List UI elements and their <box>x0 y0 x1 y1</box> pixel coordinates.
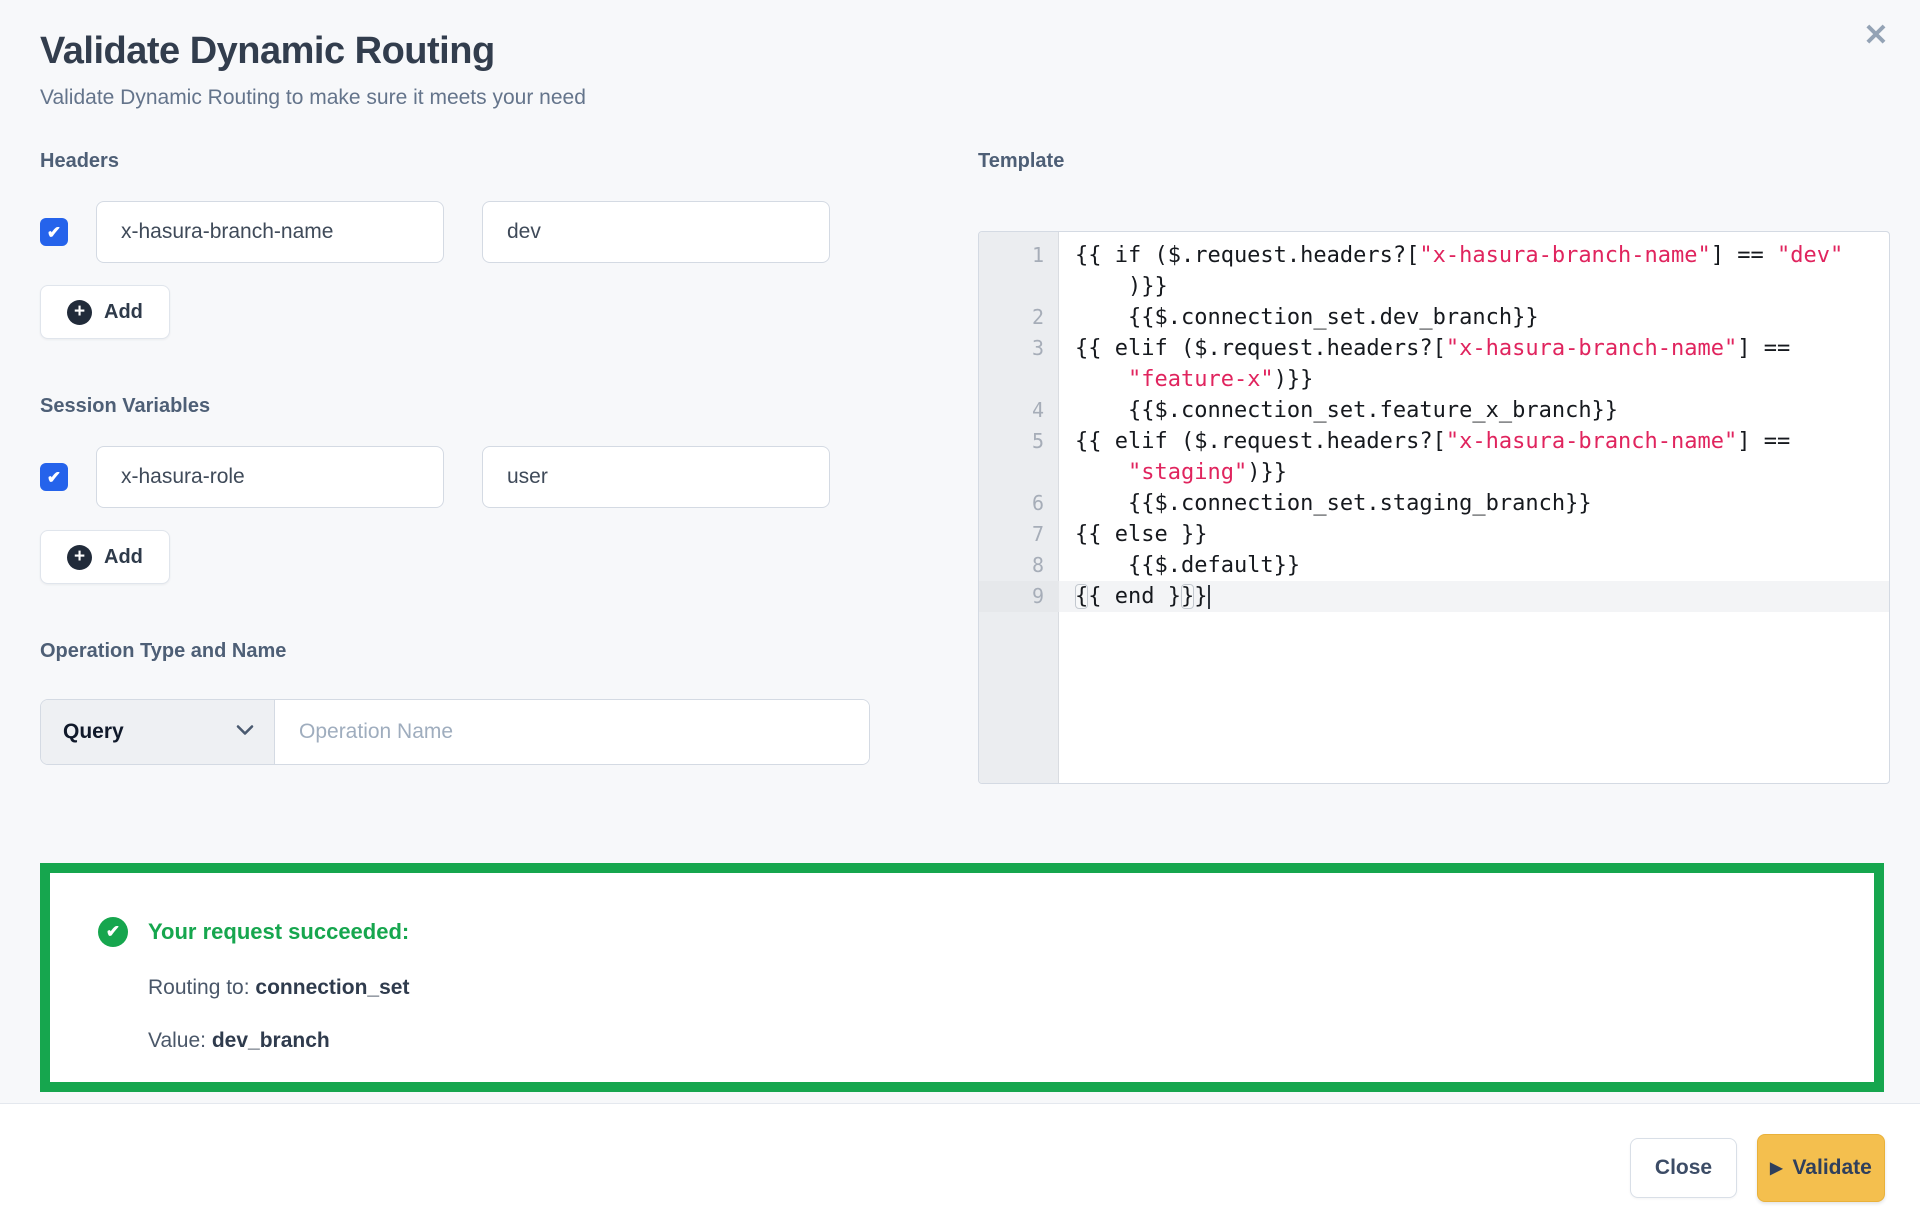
form-column: Headers ✔ + Add Session Variables ✔ + Ad… <box>40 150 870 765</box>
template-label: Template <box>978 150 1065 172</box>
code-line: "feature-x")}} <box>1127 367 1314 392</box>
headers-label: Headers <box>40 150 119 172</box>
operation-row: Query <box>40 699 870 765</box>
result-heading-row: ✔ Your request succeeded: <box>98 917 1874 947</box>
success-check-icon: ✔ <box>98 917 128 947</box>
code-line: {{ if ($.request.headers?["x-hasura-bran… <box>1075 243 1844 268</box>
operation-name-input[interactable] <box>275 700 869 764</box>
validation-result-box: ✔ Your request succeeded: Routing to: co… <box>40 863 1884 1092</box>
line-number: 6 <box>1031 491 1044 515</box>
page-title: Validate Dynamic Routing <box>40 30 495 72</box>
operation-type-select[interactable]: Query <box>41 700 275 764</box>
add-header-button[interactable]: + Add <box>40 285 170 339</box>
code-line: {{$.connection_set.dev_branch}} <box>1075 305 1539 330</box>
modal-subtitle: Validate Dynamic Routing to make sure it… <box>40 86 586 109</box>
code-line: "staging")}} <box>1127 460 1287 485</box>
check-icon: ✔ <box>105 922 121 941</box>
routing-to-label: Routing to: <box>148 976 256 999</box>
chevron-down-icon <box>236 723 254 741</box>
header-enabled-checkbox[interactable]: ✔ <box>40 218 68 246</box>
code-row: 3 {{ elif ($.request.headers?["x-hasura-b… <box>979 333 1889 364</box>
code-row: 6 {{$.connection_set.staging_branch}} <box>979 488 1889 519</box>
line-number: 4 <box>1031 398 1044 422</box>
result-heading: Your request succeeded: <box>148 919 410 944</box>
line-number <box>979 271 1059 302</box>
code-row: "staging")}} <box>979 457 1889 488</box>
session-variable-key-input[interactable] <box>96 446 444 508</box>
validate-button-label: Validate <box>1792 1156 1872 1179</box>
code-line: {{$.connection_set.staging_branch}} <box>1075 491 1592 516</box>
routing-to-value: connection_set <box>255 976 410 999</box>
line-number <box>979 457 1059 488</box>
code-row: "feature-x")}} <box>979 364 1889 395</box>
session-variables-label: Session Variables <box>40 395 211 417</box>
line-number: 2 <box>1031 305 1044 329</box>
code-line: {{ elif ($.request.headers?["x-hasura-br… <box>1075 336 1791 361</box>
header-value-input[interactable] <box>482 201 830 263</box>
code-line: {{ elif ($.request.headers?["x-hasura-br… <box>1075 429 1791 454</box>
code-row: 2 {{$.connection_set.dev_branch}} <box>979 302 1889 333</box>
line-number: 5 <box>1031 429 1044 453</box>
plus-icon: + <box>67 299 92 325</box>
code-line: {{$.default}} <box>1075 553 1301 578</box>
result-value-line: Value: dev_branch <box>148 1029 1874 1053</box>
header-row: ✔ <box>40 201 870 263</box>
template-code-lines: 1 {{ if ($.request.headers?["x-hasura-bra… <box>979 232 1889 612</box>
session-variable-row: ✔ <box>40 446 870 508</box>
check-icon: ✔ <box>46 222 62 242</box>
plus-icon: + <box>67 544 92 570</box>
session-variable-enabled-checkbox[interactable]: ✔ <box>40 463 68 491</box>
session-variable-value-input[interactable] <box>482 446 830 508</box>
code-row: )}} <box>979 271 1889 302</box>
result-routing-line: Routing to: connection_set <box>148 976 1874 1000</box>
footer-divider <box>0 1103 1920 1104</box>
add-session-variable-button[interactable]: + Add <box>40 530 170 584</box>
operation-type-value: Query <box>63 720 124 743</box>
code-line: {{ end }}} <box>1059 581 1889 612</box>
line-number: 7 <box>1031 522 1044 546</box>
line-number <box>979 364 1059 395</box>
code-row: 1 {{ if ($.request.headers?["x-hasura-bra… <box>979 240 1889 271</box>
header-key-input[interactable] <box>96 201 444 263</box>
code-row: 8 {{$.default}} <box>979 550 1889 581</box>
line-number: 9 <box>979 581 1059 612</box>
code-row: 5 {{ elif ($.request.headers?["x-hasura-b… <box>979 426 1889 457</box>
editor-gutter <box>979 232 1059 783</box>
add-session-variable-label: Add <box>104 545 143 568</box>
code-row: 9{{ end }}} <box>979 581 1889 612</box>
code-line: {{ else }} <box>1075 522 1208 547</box>
check-icon: ✔ <box>46 467 62 487</box>
code-line: {{$.connection_set.feature_x_branch}} <box>1075 398 1619 423</box>
play-icon: ▶ <box>1770 1160 1783 1177</box>
template-code-editor[interactable]: 1 {{ if ($.request.headers?["x-hasura-bra… <box>978 231 1890 784</box>
line-number: 3 <box>1031 336 1044 360</box>
value-label: Value: <box>148 1029 212 1052</box>
footer <box>0 1104 1920 1214</box>
code-row: 4 {{$.connection_set.feature_x_branch}} <box>979 395 1889 426</box>
line-number: 1 <box>1031 243 1044 267</box>
template-column: Template 1 {{ if ($.request.headers?["x-h… <box>978 150 1890 784</box>
code-row: 7 {{ else }} <box>979 519 1889 550</box>
code-line: )}} <box>1075 274 1168 299</box>
close-icon[interactable]: ✕ <box>1854 14 1898 58</box>
line-number: 8 <box>1031 553 1044 577</box>
validate-button[interactable]: ▶ Validate <box>1757 1134 1885 1202</box>
text-cursor <box>1208 585 1211 609</box>
close-button[interactable]: Close <box>1630 1138 1737 1198</box>
add-header-label: Add <box>104 300 143 323</box>
value-value: dev_branch <box>211 1029 330 1052</box>
operation-type-and-name-label: Operation Type and Name <box>40 640 287 662</box>
